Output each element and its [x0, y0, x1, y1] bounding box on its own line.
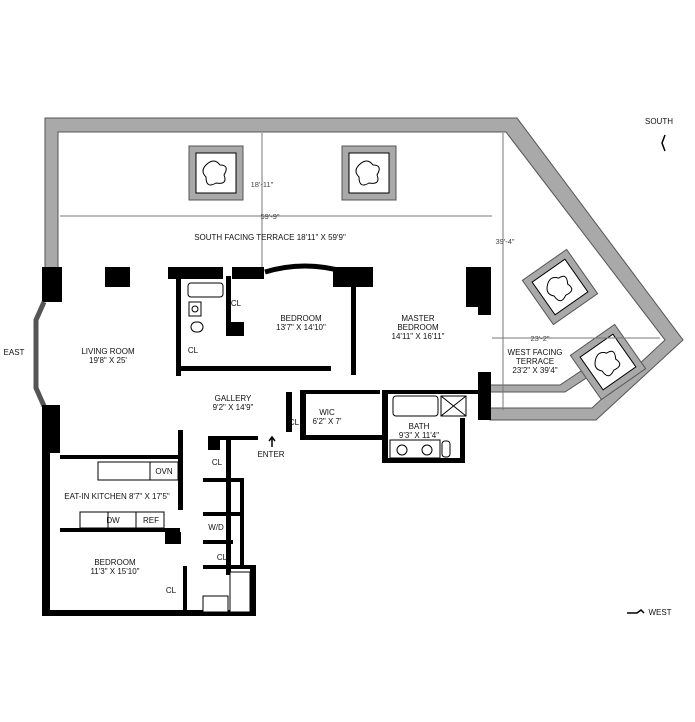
wic-size: 6'2" X 7': [312, 417, 341, 426]
closet-label: CL: [212, 458, 223, 467]
living-room-label: LIVING ROOM: [81, 347, 135, 356]
refrigerator-label: REF: [143, 516, 159, 525]
oven-label: OVN: [155, 467, 173, 476]
compass-east: EAST: [4, 348, 25, 357]
closet-label: CL: [188, 346, 199, 355]
wic-label: WIC: [319, 408, 335, 417]
compass-south: SOUTH: [645, 117, 673, 126]
west-terrace-size: 23'2" X 39'4": [512, 366, 557, 375]
terrace-depth-dimension: 18'-11": [251, 180, 274, 189]
terrace-width-dimension: 59'-9": [260, 212, 279, 221]
fixtures: [79, 282, 467, 613]
bedroom-2-size: 11'3" X 15'10": [90, 567, 139, 576]
closet-label: CL: [289, 418, 300, 427]
compass-west: WEST: [648, 608, 671, 617]
west-terrace-label: TERRACE: [516, 357, 554, 366]
gallery-size: 9'2" X 14'9": [213, 403, 254, 412]
gallery-label: GALLERY: [215, 394, 252, 403]
south-terrace-label: SOUTH FACING TERRACE 18'11" X 59'9": [194, 233, 346, 242]
north-arrow-icon: [661, 134, 666, 152]
washer-dryer-label: W/D: [208, 523, 224, 532]
bedroom-size: 13'7" X 14'10": [276, 323, 326, 332]
master-bedroom-size: 14'11" X 16'11": [392, 332, 445, 341]
planter: [341, 145, 397, 201]
bath-size: 9'3" X 11'4": [399, 431, 439, 440]
planter: [569, 323, 647, 401]
bedroom-label: BEDROOM: [280, 314, 322, 323]
west-arrow-icon: [627, 609, 645, 614]
bath-label: BATH: [409, 422, 430, 431]
master-bedroom-label: MASTER: [401, 314, 435, 323]
walls: [33, 263, 491, 616]
entry-label: ENTER: [257, 450, 284, 459]
planter: [521, 248, 599, 326]
planter: [188, 145, 244, 201]
bedroom-2-label: BEDROOM: [94, 558, 136, 567]
closet-label: CL: [217, 553, 228, 562]
dishwasher-label: DW: [106, 516, 120, 525]
west-terrace-label: WEST FACING: [508, 348, 563, 357]
kitchen-label: EAT-IN KITCHEN 8'7" X 17'5": [64, 492, 170, 501]
closet-label: CL: [166, 586, 177, 595]
entry-arrow-icon: [268, 435, 276, 447]
west-terrace-width-dimension: 23'-2": [530, 334, 549, 343]
west-terrace-length-dimension: 39'-4": [495, 237, 514, 246]
living-room-size: 19'8" X 25': [89, 356, 127, 365]
closet-label: CL: [231, 299, 242, 308]
master-bedroom-label: BEDROOM: [397, 323, 439, 332]
